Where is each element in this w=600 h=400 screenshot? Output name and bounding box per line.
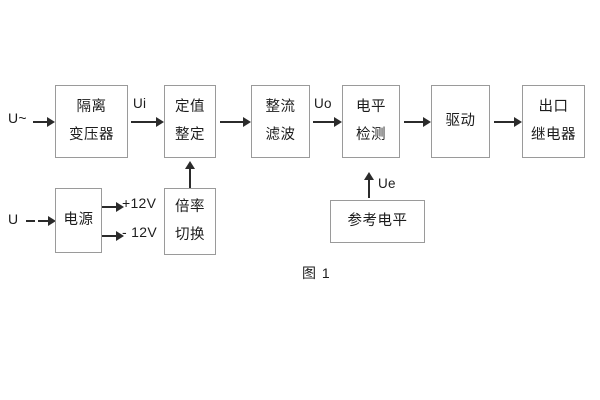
block-output-relay-line2: 继电器	[531, 126, 576, 143]
input-label-dc: U	[8, 211, 19, 227]
block-output-relay-line1: 出口	[538, 99, 569, 116]
block-isolation-transformer-line1: 隔离	[76, 99, 107, 116]
arrow-rail-positive	[102, 202, 124, 212]
dashed-segment-1	[26, 220, 35, 222]
block-drive: 驱动	[431, 85, 490, 158]
figure-caption: 图 1	[302, 265, 331, 281]
block-rectify-filter: 整流 滤波	[251, 85, 310, 158]
block-power-supply-line1: 电源	[63, 211, 94, 228]
block-rectify-filter-line2: 滤波	[265, 126, 296, 143]
arrow-ac-to-isolation-transformer	[33, 117, 55, 127]
arrow-isolation-transformer-to-setting-value	[131, 117, 164, 127]
block-setting-value: 定值 整定	[164, 85, 216, 158]
arrow-rectify-filter-to-level-detect	[313, 117, 342, 127]
block-multiplier-switch: 倍率 切换	[164, 188, 216, 255]
arrow-dc-to-power-supply	[38, 216, 56, 226]
block-rectify-filter-line1: 整流	[265, 99, 296, 116]
block-setting-value-line1: 定值	[175, 99, 205, 116]
arrow-rail-negative	[102, 231, 124, 241]
signal-label-ui: Ui	[133, 96, 147, 111]
block-power-supply: 电源	[55, 188, 102, 253]
arrow-setting-value-to-rectify-filter	[220, 117, 251, 127]
block-isolation-transformer-line2: 变压器	[69, 126, 114, 143]
block-level-detect: 电平 检测	[342, 85, 400, 158]
arrow-level-detect-to-drive	[404, 117, 431, 127]
signal-label-ue: Ue	[378, 176, 396, 191]
block-reference-level-line1: 参考电平	[347, 212, 408, 229]
rail-label-positive: +12V	[122, 195, 157, 211]
arrow-drive-to-output-relay	[494, 117, 522, 127]
block-output-relay: 出口 继电器	[522, 85, 585, 158]
arrow-multiplier-switch-to-setting-value	[185, 161, 195, 188]
block-multiplier-switch-line1: 倍率	[175, 199, 205, 216]
block-drive-line1: 驱动	[445, 112, 476, 129]
block-level-detect-line2: 检测	[356, 126, 386, 143]
block-isolation-transformer: 隔离 变压器	[55, 85, 128, 158]
block-level-detect-line1: 电平	[356, 99, 386, 116]
rail-label-negative: - 12V	[122, 224, 157, 240]
signal-label-uo: Uo	[314, 96, 332, 111]
block-multiplier-switch-line2: 切换	[175, 226, 205, 243]
block-reference-level: 参考电平	[330, 200, 425, 243]
input-label-ac: U~	[8, 110, 27, 126]
arrow-reference-level-to-level-detect	[364, 172, 374, 198]
block-setting-value-line2: 整定	[175, 126, 205, 143]
